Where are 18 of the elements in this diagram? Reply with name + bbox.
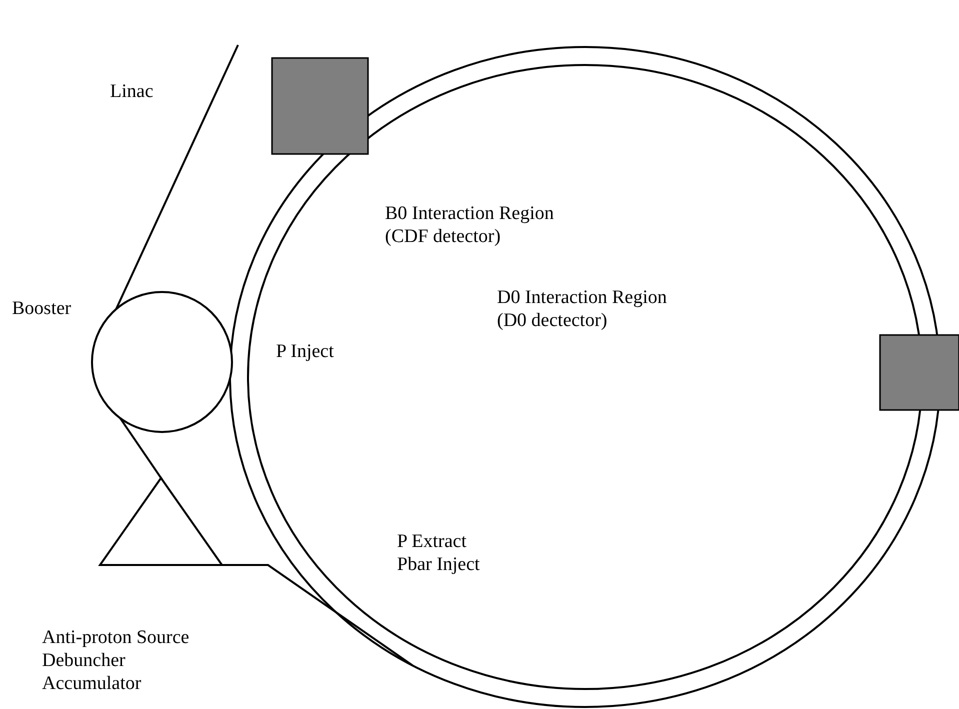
detector-box xyxy=(879,334,959,411)
component-label: Booster xyxy=(12,297,72,320)
beam-line xyxy=(222,564,413,666)
location-label: B0 Interaction Region (CDF detector) xyxy=(385,202,555,248)
booster-circle xyxy=(91,291,233,433)
location-label: P Inject xyxy=(276,340,334,363)
detector-box xyxy=(271,57,369,155)
ring-drawing xyxy=(229,46,941,708)
location-label: P Extract xyxy=(397,530,466,553)
component-label: Debuncher xyxy=(42,649,126,672)
beam-line xyxy=(119,418,163,480)
beam-line xyxy=(115,44,239,310)
component-label: Anti-proton Source xyxy=(42,626,190,649)
location-label: Pbar Inject xyxy=(397,553,480,576)
component-label: Accumulator xyxy=(42,672,142,695)
source-triangle xyxy=(98,476,224,566)
location-label: Linac xyxy=(110,80,154,103)
location-label: D0 Interaction Region (D0 dectector) xyxy=(497,286,668,332)
